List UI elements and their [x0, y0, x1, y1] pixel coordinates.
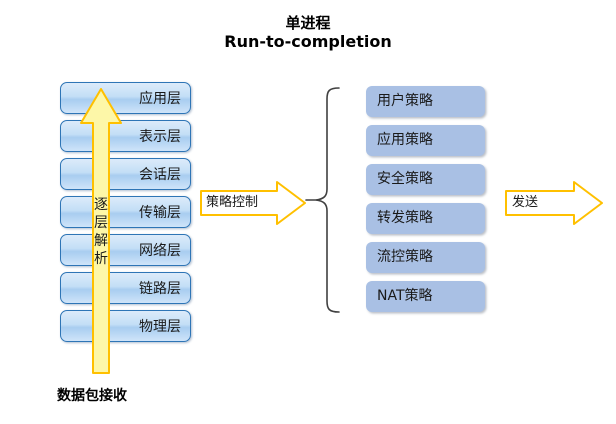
up-arrow-char: 层 [94, 215, 108, 231]
page-title-cn: 单进程 [285, 14, 331, 32]
policy-item-nat[interactable]: NAT策略 [366, 281, 485, 312]
osi-layer-label: 物理层 [139, 319, 181, 335]
osi-layer-datalink[interactable]: 链路层 [60, 272, 191, 304]
policy-item-label: 安全策略 [377, 171, 433, 187]
policy-item-label: 应用策略 [377, 132, 433, 148]
policy-control-arrow-icon: 策略控制 [199, 180, 307, 226]
osi-layer-transport[interactable]: 传输层 [60, 196, 191, 228]
osi-layer-application[interactable]: 应用层 [60, 82, 191, 114]
up-arrow-label: 逐 层 解 析 [78, 196, 124, 268]
policy-item-security[interactable]: 安全策略 [366, 164, 485, 195]
up-arrow-char: 析 [94, 251, 108, 267]
policy-item-label: 流控策略 [377, 249, 433, 265]
osi-layer-label: 表示层 [139, 129, 181, 145]
policy-item-application[interactable]: 应用策略 [366, 125, 485, 156]
packet-receive-caption: 数据包接收 [57, 388, 127, 404]
osi-layer-label: 网络层 [139, 243, 181, 259]
send-arrow-icon: 发送 [504, 180, 604, 226]
osi-layer-stack: 应用层 表示层 会话层 传输层 网络层 链路层 物理层 [60, 82, 193, 342]
up-arrow-char: 解 [94, 233, 108, 249]
osi-layer-label: 传输层 [139, 205, 181, 221]
osi-layer-presentation[interactable]: 表示层 [60, 120, 191, 152]
policy-item-flow-control[interactable]: 流控策略 [366, 242, 485, 273]
osi-layer-label: 链路层 [139, 281, 181, 297]
osi-layer-label: 会话层 [139, 167, 181, 183]
policy-control-arrow-label: 策略控制 [206, 195, 259, 210]
osi-layer-label: 应用层 [139, 91, 181, 107]
up-arrow-icon: 逐 层 解 析 [78, 86, 124, 376]
send-arrow-label: 发送 [512, 195, 539, 210]
osi-layer-session[interactable]: 会话层 [60, 158, 191, 190]
policy-item-label: 转发策略 [377, 210, 433, 226]
page-title-en: Run-to-completion [224, 32, 392, 51]
osi-layer-network[interactable]: 网络层 [60, 234, 191, 266]
up-arrow-char: 逐 [94, 197, 108, 213]
policy-item-label: NAT策略 [377, 288, 433, 304]
policy-list: 用户策略 应用策略 安全策略 转发策略 流控策略 NAT策略 [366, 86, 486, 314]
policy-item-forwarding[interactable]: 转发策略 [366, 203, 485, 234]
policy-item-label: 用户策略 [377, 93, 433, 109]
osi-layer-physical[interactable]: 物理层 [60, 310, 191, 342]
policy-group-brace [305, 86, 341, 314]
policy-item-user[interactable]: 用户策略 [366, 86, 485, 117]
